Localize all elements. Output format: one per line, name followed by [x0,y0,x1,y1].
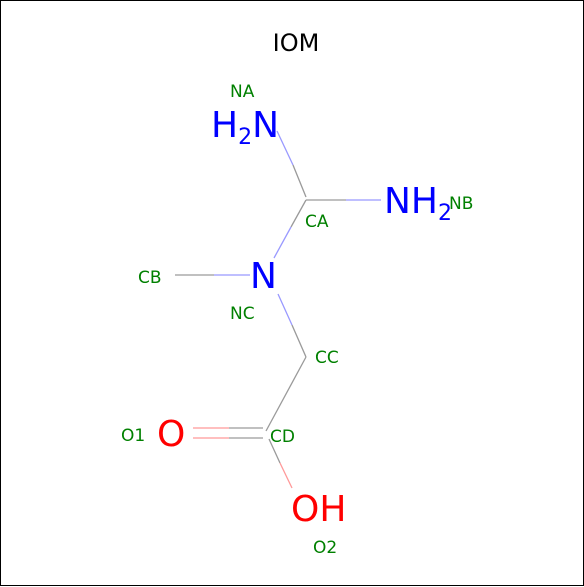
atom-nc-symbol: N [250,256,277,297]
atom-label-cd: CD [270,427,295,447]
atom-label-na: NA [230,82,255,102]
molecule-title: IOM [273,29,320,57]
atom-nb-symbol: NH2 [384,181,452,226]
atom-label-o2: O2 [313,538,337,558]
atom-name-layer: NA NB CA NC CB CC CD O1 O2 [121,82,473,558]
atom-label-nc: NC [230,304,255,324]
atom-label-o1: O1 [121,426,145,446]
bond-cd-o2-o-half [279,462,293,489]
bond-cc-cd [265,356,307,432]
bond-layer [175,130,381,489]
atom-o1-symbol: O [157,414,185,455]
element-symbol-layer: H2N NH2 N O OH [157,105,452,530]
atom-na-symbol: H2N [211,105,279,150]
bond-cd-o2-c-half [268,438,281,464]
bond-na-ca-c-half [292,164,307,198]
bond-nc-cc-c-half [291,324,307,358]
bond-nc-cc-n-half [277,293,293,326]
bond-ca-nc-n-half [273,226,292,259]
atom-label-cb: CB [138,268,162,288]
atom-label-nb: NB [449,194,473,214]
bond-ca-nc-c-half [290,199,307,228]
atom-label-cc: CC [315,348,339,368]
atom-o2-symbol: OH [291,489,346,530]
atom-label-ca: CA [305,212,329,232]
bond-na-ca-n-half [276,130,294,166]
